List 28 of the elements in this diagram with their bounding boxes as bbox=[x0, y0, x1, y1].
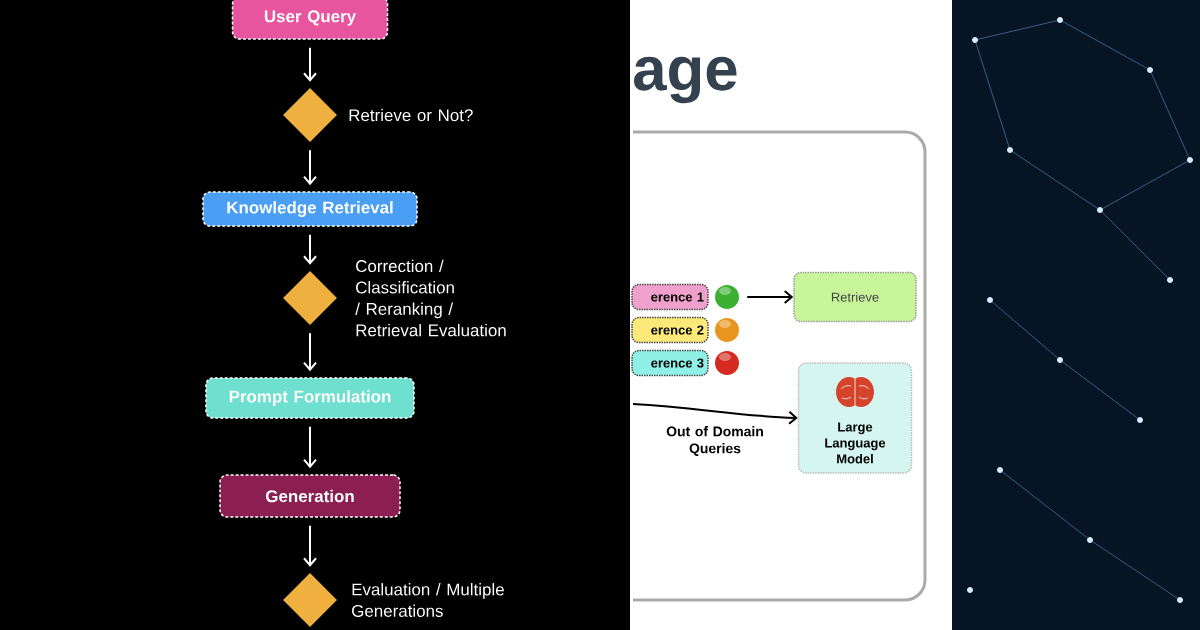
arrow bbox=[303, 332, 317, 372]
arrow bbox=[303, 46, 317, 82]
edge-label: Out of Domain Queries bbox=[659, 425, 771, 457]
arrow bbox=[303, 524, 317, 567]
decision-diamond bbox=[283, 88, 337, 142]
model-box: Large Language Model bbox=[797, 362, 913, 474]
process-box: Generation bbox=[219, 474, 401, 518]
reference-box: erence 1 bbox=[631, 283, 709, 311]
status-dot bbox=[715, 285, 739, 309]
arrow bbox=[746, 290, 794, 304]
heading: age bbox=[634, 56, 737, 104]
decision-diamond bbox=[283, 271, 337, 325]
arrow bbox=[632, 403, 798, 425]
arrow bbox=[303, 425, 317, 469]
retrieve-box: Retrieve bbox=[793, 271, 917, 323]
process-box: Prompt Formulation bbox=[205, 377, 415, 419]
decision-label: Evaluation / Multiple Generations bbox=[352, 583, 504, 617]
decision-diamond bbox=[283, 573, 337, 627]
status-dot bbox=[715, 351, 739, 375]
arrow bbox=[303, 149, 317, 186]
process-box: User Query bbox=[231, 0, 389, 40]
reference-box: erence 3 bbox=[631, 349, 709, 377]
reference-box: erence 2 bbox=[631, 316, 709, 344]
decision-label: Retrieve or Not? bbox=[349, 108, 473, 122]
decision-label: Correction / Classification / Reranking / Retrieval Evaluation bbox=[355, 259, 506, 337]
status-dot bbox=[715, 318, 739, 342]
arrow bbox=[303, 233, 317, 265]
process-box: Knowledge Retrieval bbox=[202, 191, 418, 227]
